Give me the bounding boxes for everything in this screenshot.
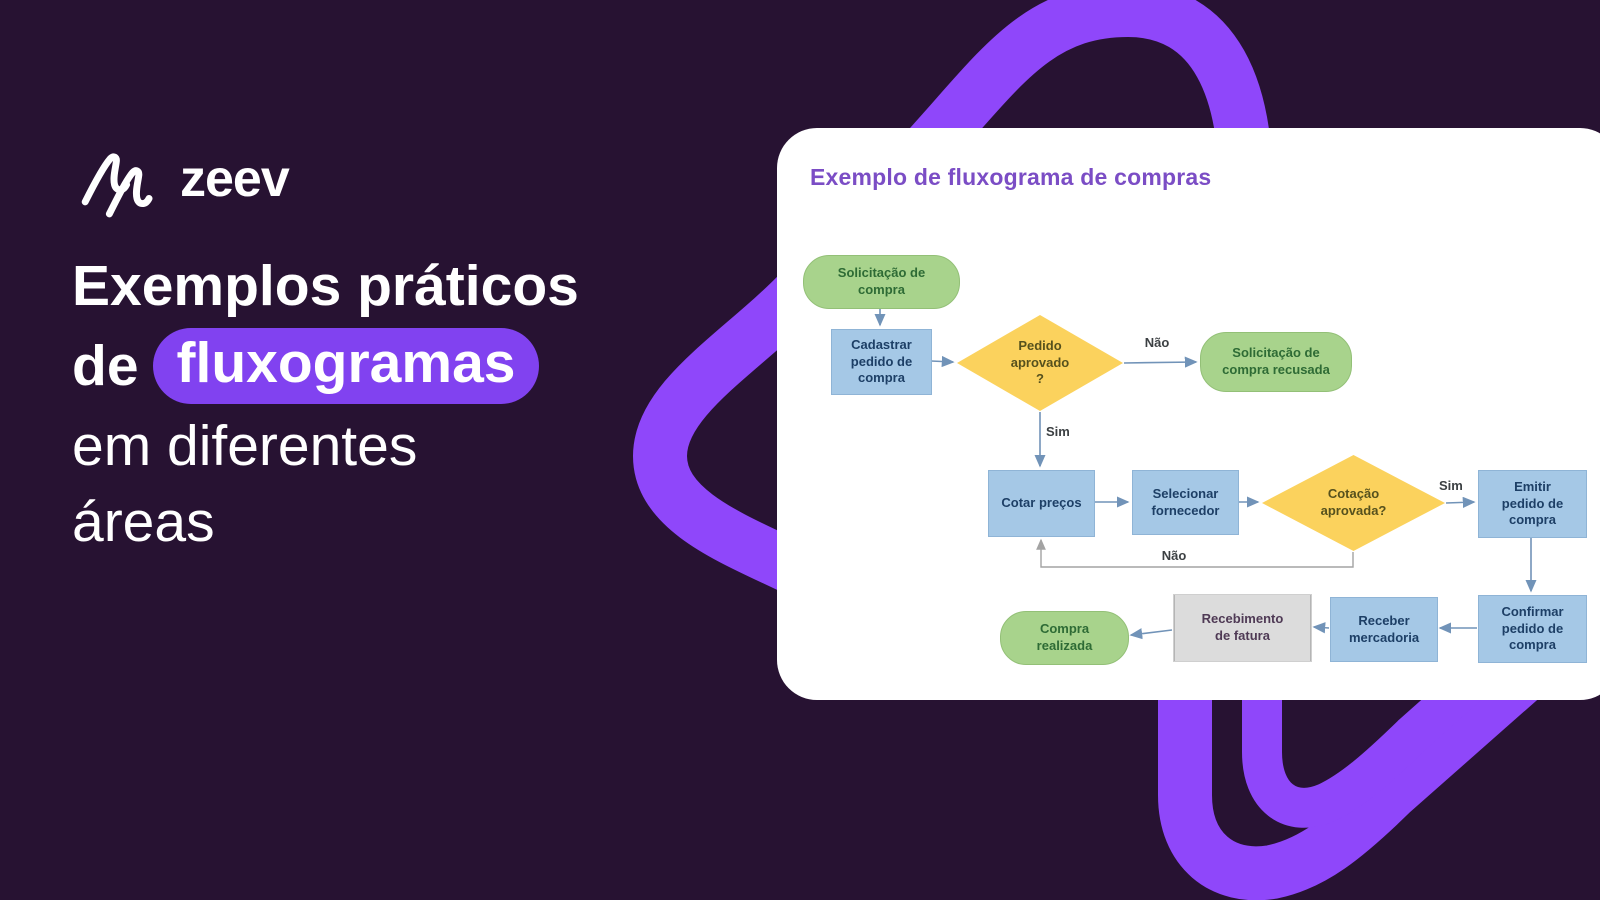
edge-label-sim-1: Sim — [1046, 424, 1070, 439]
node-compra-realizada: Compra realizada — [1000, 611, 1129, 665]
edge-cotacao-emitir — [1445, 496, 1476, 508]
headline-line1: Exemplos práticos — [72, 254, 579, 318]
node-confirmar-pedido: Confirmar pedido de compra — [1478, 595, 1587, 663]
edge-label-nao-1: Não — [1144, 335, 1170, 350]
brand-logo: zeev — [78, 138, 290, 220]
node-emitir-pedido: Emitir pedido de compra — [1478, 470, 1587, 538]
node-solicitacao-de-compra: Solicitação de compra — [803, 255, 960, 309]
brand-wordmark: zeev — [180, 150, 290, 208]
flowchart-title: Exemplo de fluxograma de compras — [810, 164, 1212, 190]
node-cadastrar-pedido: Cadastrar pedido de compra — [831, 329, 932, 395]
paperclip-bottom-outer — [1158, 572, 1600, 900]
node-recebimento-fatura: Recebimento de fatura — [1173, 594, 1312, 662]
edge-receber-recebimento — [1312, 622, 1330, 634]
edge-label-nao-2: Não — [1161, 548, 1187, 563]
node-receber-mercadoria: Receber mercadoria — [1330, 597, 1438, 662]
edge-recebimento-compra — [1129, 628, 1173, 640]
paperclip-top-loop — [633, 0, 1273, 635]
headline-line2: de fluxogramas — [72, 328, 692, 404]
node-selecionar-fornecedor: Selecionar fornecedor — [1132, 470, 1239, 535]
zeev-logo-icon — [81, 153, 153, 218]
flowchart-card: Exemplo de fluxograma de compras Sol — [777, 128, 1600, 700]
edge-pedido-recusada — [1123, 356, 1198, 368]
headline-line4: áreas — [72, 490, 215, 554]
headline-line2-prefix: de — [72, 334, 139, 398]
headline-line3: em diferentes — [72, 414, 418, 478]
paperclip-bottom-inner — [1242, 548, 1600, 828]
edge-cadastrar-pedido — [930, 355, 955, 368]
flowchart-connectors — [874, 308, 1537, 640]
headline-highlight-pill: fluxogramas — [152, 328, 540, 404]
node-cotar-precos: Cotar preços — [988, 470, 1095, 537]
edge-cotacao-nao-loop — [1036, 538, 1354, 568]
node-compra-recusada: Solicitação de compra recusada — [1200, 332, 1352, 392]
edge-label-sim-2: Sim — [1439, 478, 1463, 493]
headline: Exemplos práticos de fluxogramas em dife… — [72, 248, 692, 560]
